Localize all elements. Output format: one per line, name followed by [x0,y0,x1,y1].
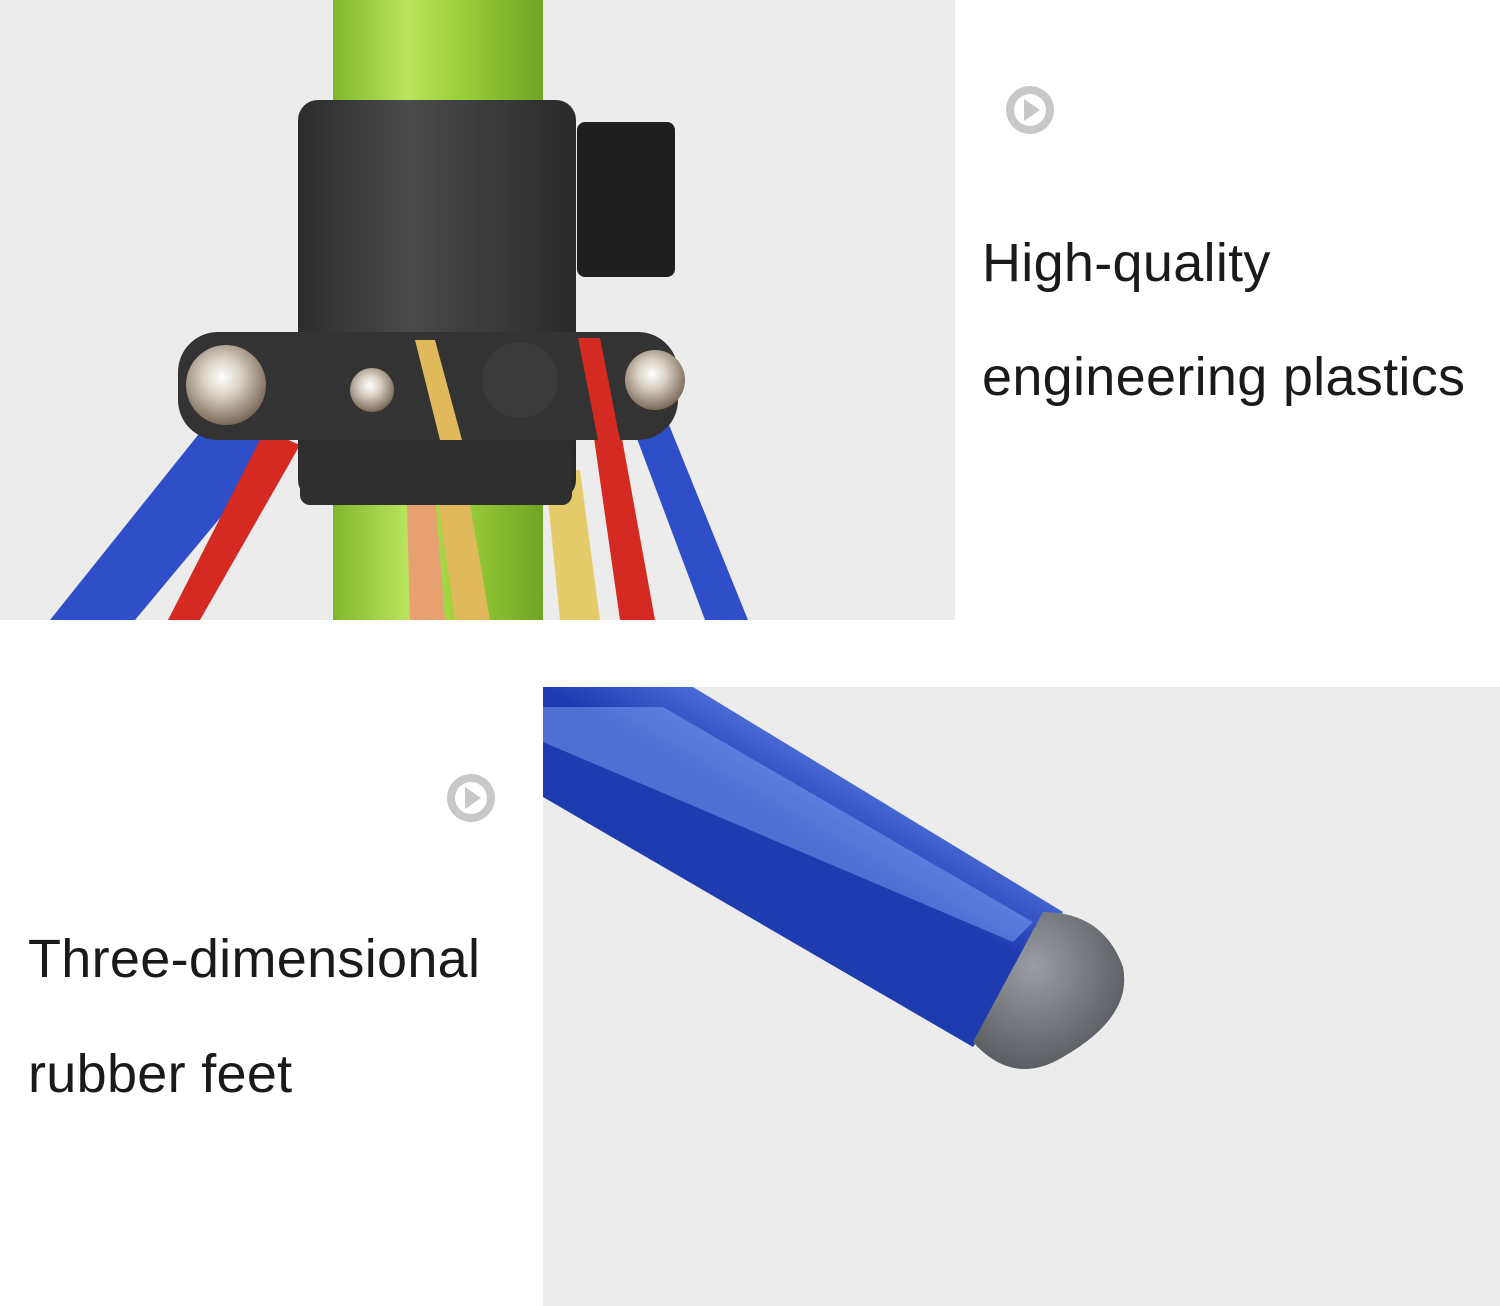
feature-caption-line: High-quality [982,233,1271,293]
left-knob [186,345,266,425]
center-screw [350,368,394,412]
right-knob [625,350,685,410]
gold-leg-right [545,470,600,620]
feature-caption-line: Three-dimensional [28,929,481,989]
blue-leg-right [630,415,748,620]
feature-caption-line: engineering plastics [982,347,1466,407]
feature-caption-line: rubber feet [28,1044,293,1104]
rubber-foot [973,912,1125,1069]
red-leg-left [168,430,300,620]
leg-highlight [543,707,1033,942]
hub-base [300,440,572,505]
hub-clip [577,122,675,277]
rubber-foot-photo [543,687,1500,1306]
blue-leg-tube [543,687,1063,1047]
blue-leg-left [50,420,285,620]
rubber-foot-illustration [543,687,1125,1069]
plastic-hub-illustration [50,0,748,620]
gold-strap [415,340,462,440]
plastic-hub-photo [0,0,955,620]
hub-boss [482,342,558,418]
play-circle-icon [447,774,495,822]
red-strap [578,338,620,440]
play-circle-icon [1006,86,1054,134]
